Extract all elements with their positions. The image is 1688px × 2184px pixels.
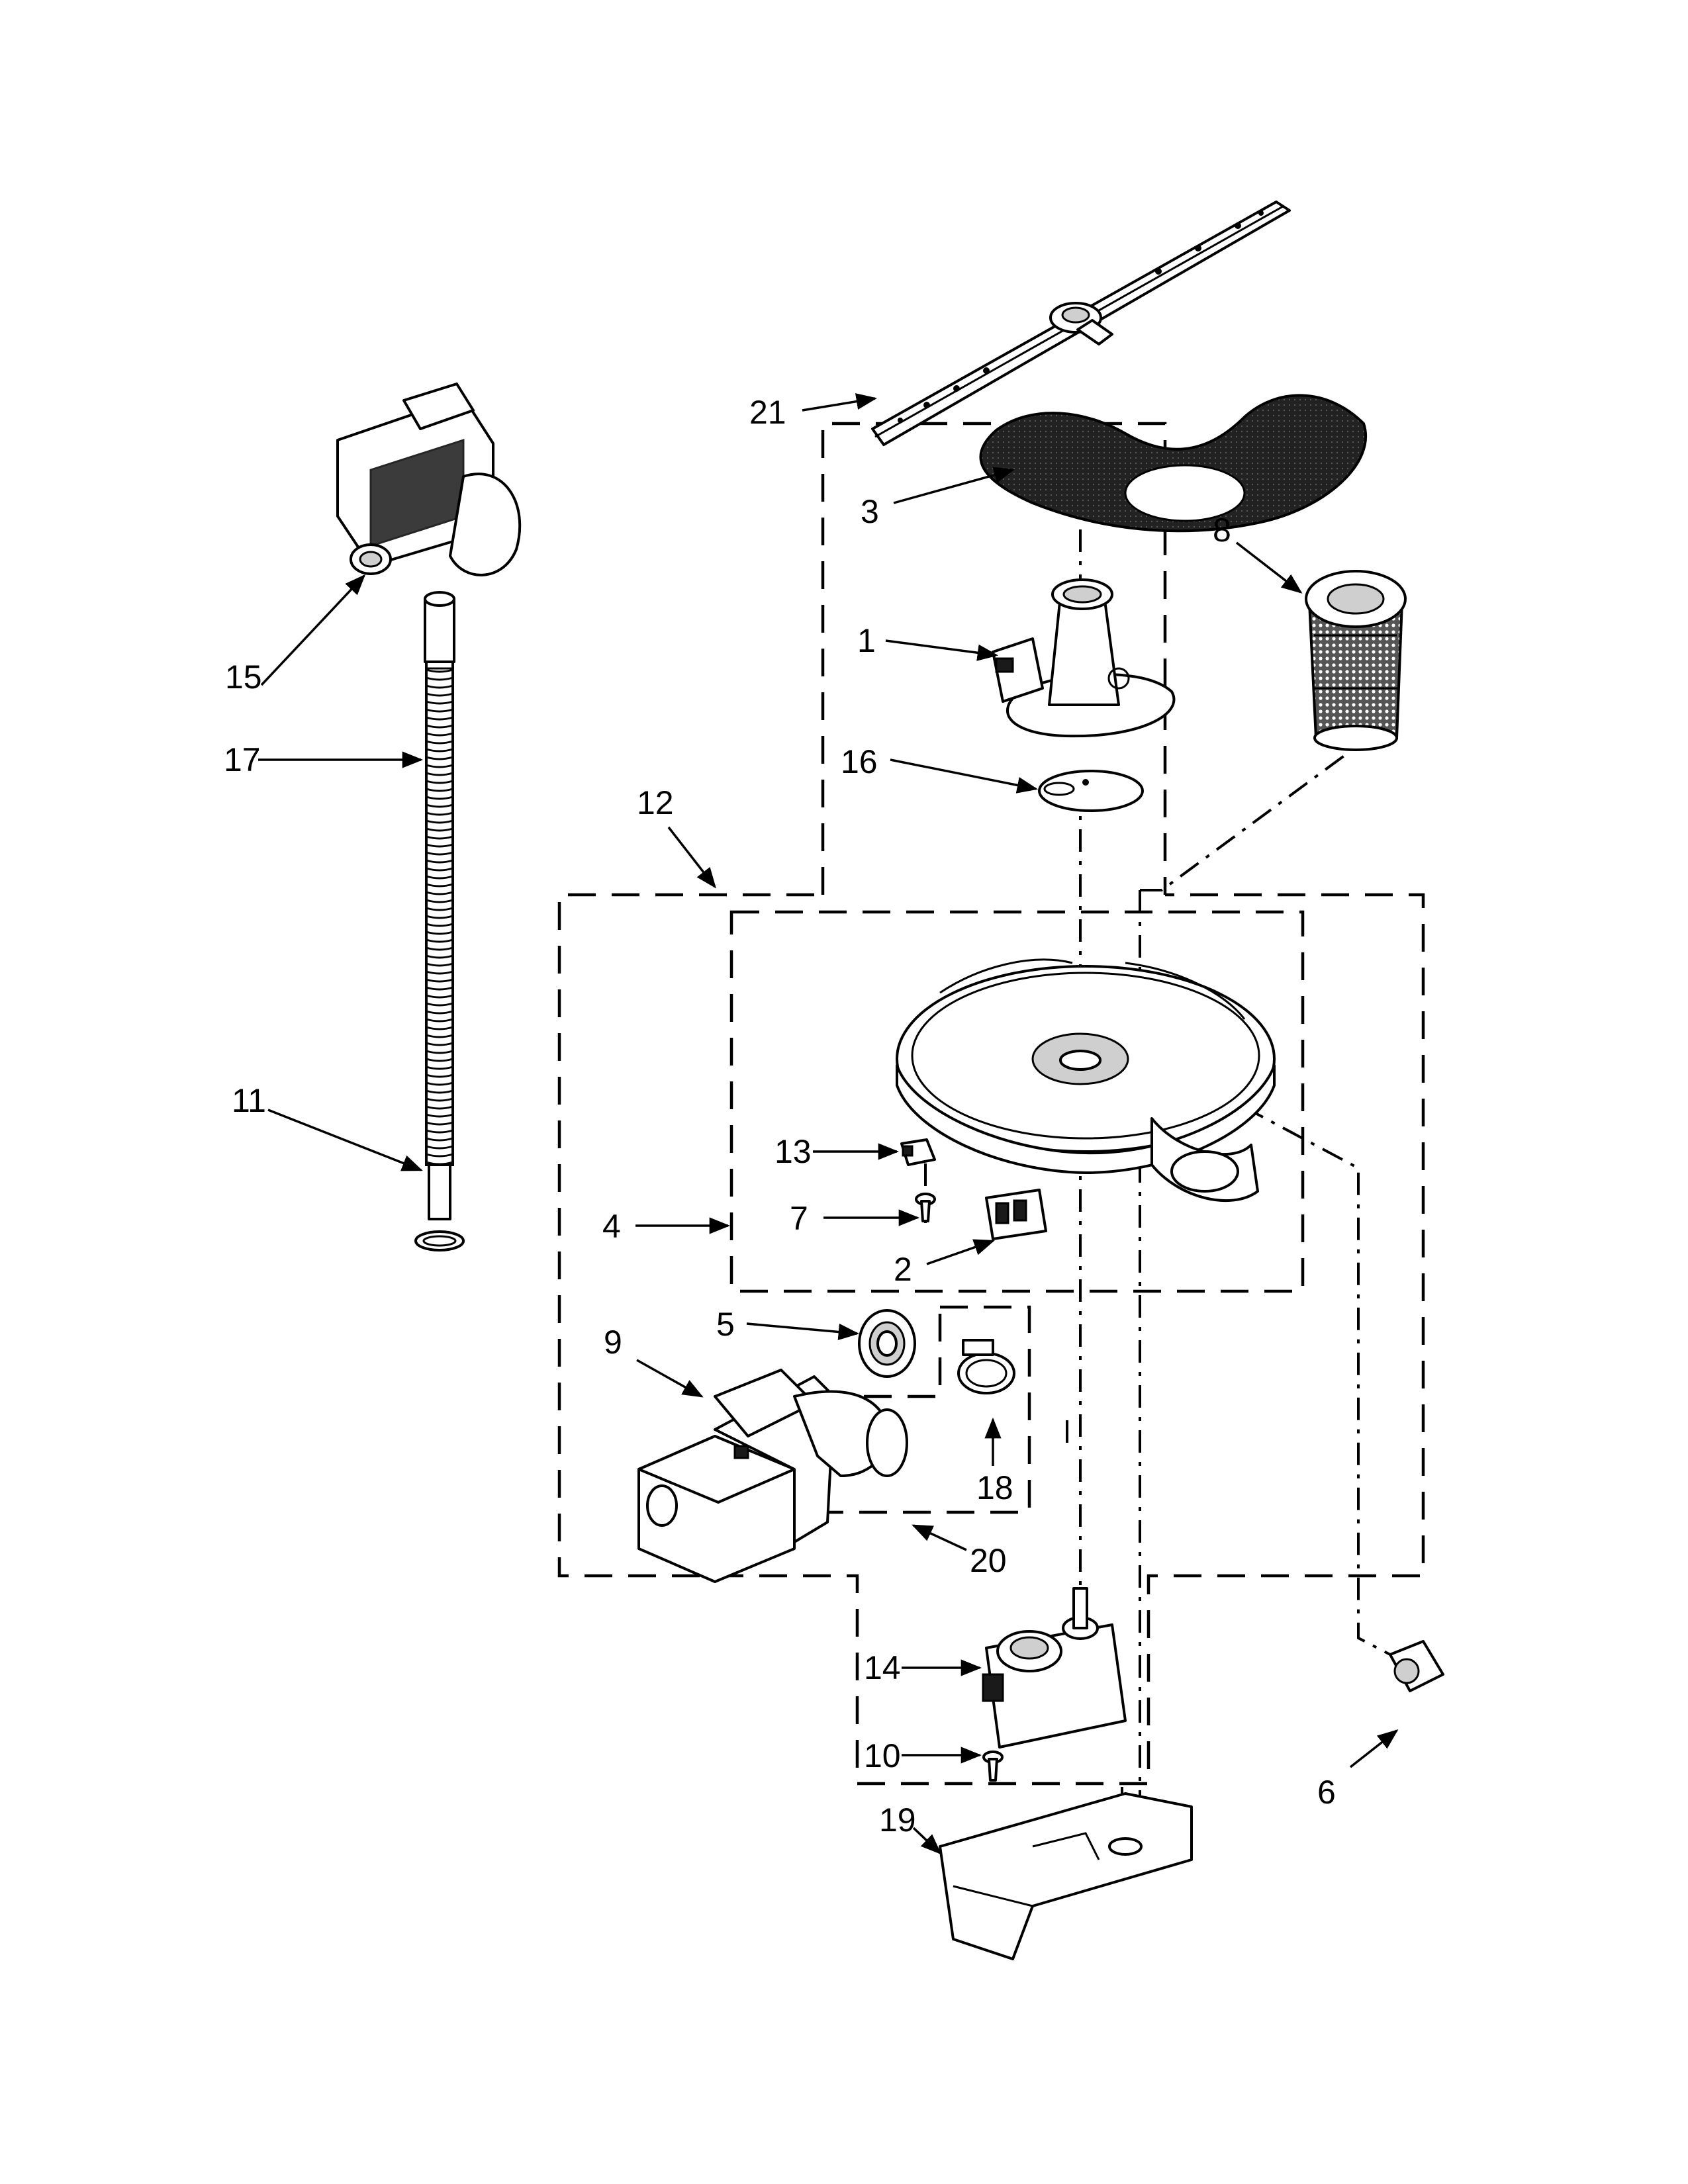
callout-4: 4: [602, 1208, 621, 1245]
callout-labels: 21 3 1 8 16 12 15 17 11 13 4 7 2 5 9 18 …: [224, 394, 1336, 1839]
sump-housing: [896, 958, 1276, 1203]
callout-11: 11: [232, 1082, 266, 1119]
filter-part-8: [1305, 570, 1407, 751]
connector-part-2: [985, 1189, 1047, 1240]
boundary-pump-inlet: [821, 422, 1167, 895]
callout-17: 17: [224, 741, 261, 778]
filter-shield-part-3: [979, 394, 1368, 533]
sensor-part-13: [900, 1138, 936, 1166]
leader-lines: [258, 393, 1399, 1855]
clamp-part-18: [957, 1339, 1015, 1394]
pump-inlet-part-1: [992, 578, 1176, 738]
seal-part-16: [1038, 770, 1144, 812]
callout-18: 18: [976, 1469, 1013, 1506]
callout-8: 8: [1213, 512, 1231, 549]
drain-pump-part-15: [336, 383, 522, 576]
callout-19: 19: [879, 1801, 916, 1839]
callout-9: 9: [604, 1324, 622, 1361]
spray-arm-part-21: [871, 201, 1291, 446]
hose-clamp-part-11: [414, 1230, 465, 1251]
screw-part-7: [915, 1193, 936, 1222]
diverter-motor-part-14: [982, 1587, 1127, 1749]
circulation-motor-part-9: [637, 1369, 908, 1583]
callout-5: 5: [716, 1306, 735, 1343]
callout-2: 2: [894, 1251, 912, 1288]
callout-15: 15: [225, 659, 262, 696]
callout-3: 3: [861, 493, 879, 530]
seal-ring-part-5: [858, 1309, 916, 1378]
screw-part-10: [982, 1751, 1004, 1782]
drain-hose-part-17: [424, 591, 455, 1220]
callout-10: 10: [864, 1737, 901, 1774]
callout-20: 20: [970, 1542, 1007, 1579]
base-part-19: [939, 1792, 1193, 1960]
callout-13: 13: [774, 1133, 812, 1170]
boundary-sump-assembly-12: [557, 893, 1425, 1786]
callout-6: 6: [1317, 1774, 1336, 1811]
callout-7: 7: [790, 1200, 808, 1237]
callout-14: 14: [864, 1649, 901, 1686]
callout-12: 12: [637, 784, 674, 821]
sensor-part-6: [1389, 1640, 1444, 1692]
callout-16: 16: [841, 743, 878, 780]
callout-1: 1: [857, 622, 876, 659]
callout-21: 21: [749, 394, 786, 431]
